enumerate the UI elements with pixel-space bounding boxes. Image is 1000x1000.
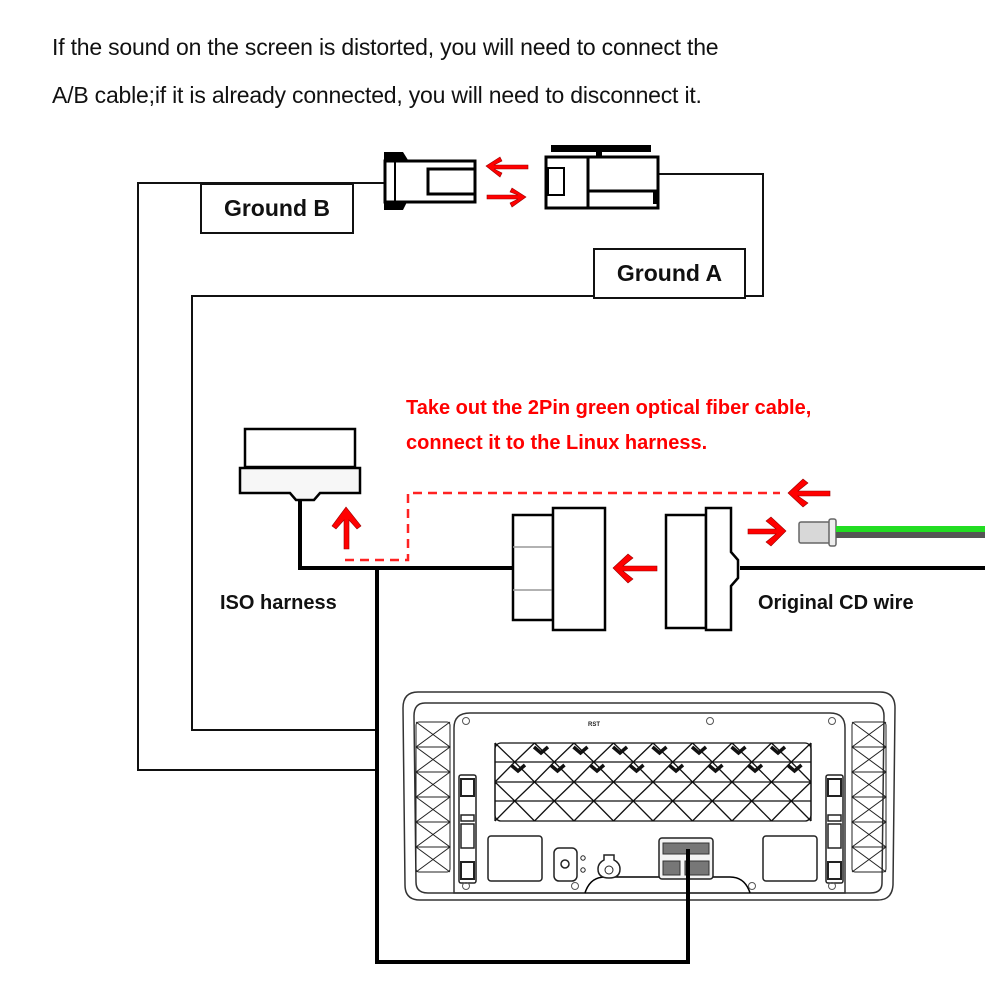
chevron-down-icon	[667, 763, 685, 774]
chevron-down-icon	[690, 745, 708, 756]
arrow-left-top-icon	[787, 478, 831, 508]
arrow-right-fiber-icon	[747, 516, 787, 547]
left-bracket	[458, 774, 477, 884]
chevron-down-icon	[572, 745, 589, 756]
original-cd-wire-label: Original CD wire	[758, 592, 914, 614]
chevron-down-icon	[746, 763, 764, 774]
vent-chevrons	[509, 745, 803, 774]
ground-a-connector	[544, 145, 660, 210]
head-unit	[402, 691, 896, 901]
chevron-down-icon	[786, 763, 803, 774]
fiber-route-dashed	[345, 491, 780, 562]
chevron-down-icon	[628, 763, 645, 774]
iso-harness-label: ISO harness	[220, 592, 337, 614]
original-cd-connector	[664, 506, 740, 632]
center-vent	[494, 742, 812, 822]
instruction-line-2: A/B cable;if it is already connected, yo…	[52, 82, 702, 108]
chevron-down-icon	[707, 763, 724, 774]
ground-b-label: Ground B	[200, 183, 354, 234]
left-grille	[415, 721, 451, 873]
fiber-note-line-2: connect it to the Linux harness.	[406, 432, 708, 454]
reset-label: RST	[588, 722, 600, 728]
arrow-left-icon	[485, 156, 529, 178]
arrow-up-icon	[331, 506, 362, 550]
instruction-line-1: If the sound on the screen is distorted,…	[52, 34, 719, 60]
chevron-down-icon	[611, 745, 629, 756]
fiber-note-line-1: Take out the 2Pin green optical fiber ca…	[406, 397, 812, 419]
right-grille	[851, 721, 887, 873]
arrow-left-middle-icon	[612, 553, 658, 584]
chevron-down-icon	[532, 745, 550, 756]
right-bracket	[825, 774, 844, 884]
linux-harness-connector	[511, 506, 607, 632]
chevron-down-icon	[769, 745, 787, 756]
ground-a-label: Ground A	[593, 248, 746, 299]
chevron-down-icon	[651, 745, 668, 756]
screws	[462, 717, 836, 890]
arrow-right-icon	[486, 187, 527, 208]
iso-harness-connector	[238, 427, 362, 502]
chevron-down-icon	[730, 745, 747, 756]
chevron-down-icon	[588, 763, 606, 774]
chevron-down-icon	[549, 763, 566, 774]
ground-b-connector	[383, 152, 477, 210]
ground-a-wire	[191, 173, 764, 731]
chevron-down-icon	[509, 763, 527, 774]
ports	[487, 835, 818, 882]
optical-fiber-plug	[798, 518, 985, 547]
